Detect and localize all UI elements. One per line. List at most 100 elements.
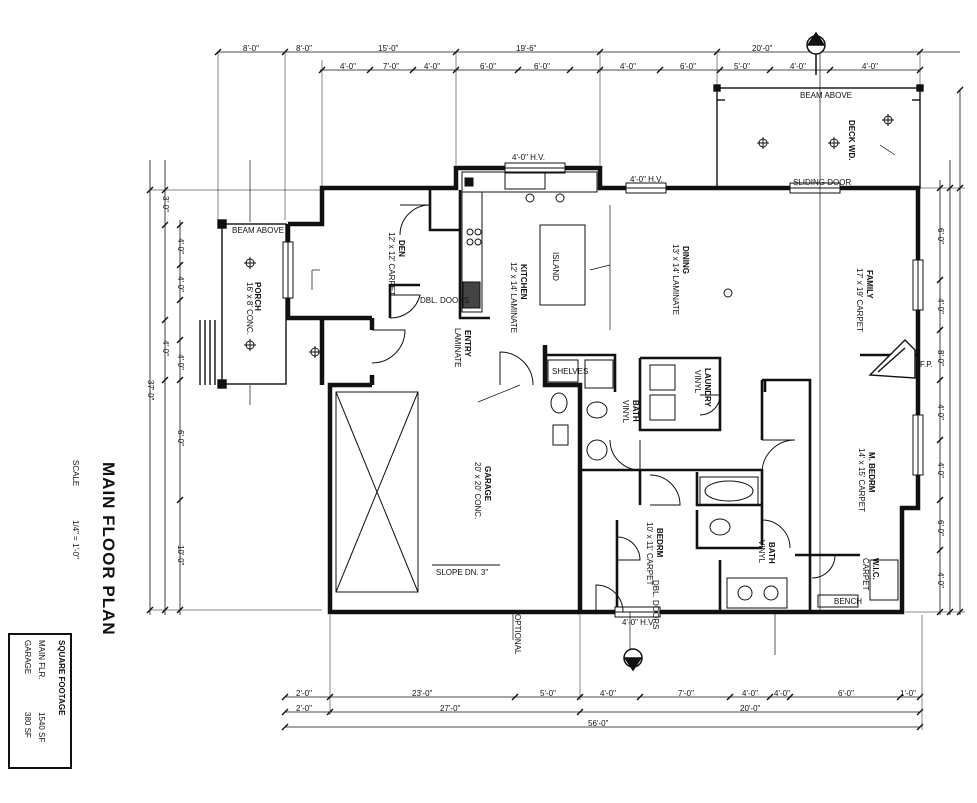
dim-top-detail-9: 4'-0"	[790, 62, 806, 71]
dim-right-2: 4'-0"	[936, 298, 945, 314]
island-label: ISLAND	[551, 252, 560, 281]
room-finish-wic: CARPET	[861, 558, 870, 591]
deck-beam-label: BEAM ABOVE	[800, 91, 853, 100]
dining-window-label: 4'-0" H.V.	[630, 175, 663, 184]
deck-outline	[713, 84, 924, 189]
room-name: PORCH	[253, 282, 262, 311]
dim-right-4: 4'-0"	[936, 404, 945, 420]
square-footage-main-label: MAIN FLR.	[37, 640, 46, 680]
dim-left-5: 6'-0"	[176, 430, 185, 446]
dim-bottom-overall-2: 27'-0"	[440, 704, 461, 713]
dim-bottom-detail-2: 23'-0"	[412, 689, 433, 698]
room-size-kitchen: 12' x 14' LAMINATE	[509, 262, 518, 333]
dim-bottom-overall-3: 20'-0"	[740, 704, 761, 713]
square-footage-main-value: 1540 SF	[37, 712, 46, 743]
square-footage-heading: SQUARE FOOTAGE	[57, 640, 66, 716]
dim-bottom-detail-1: 2'-0"	[296, 689, 312, 698]
dim-bottom-total: 56'-0"	[588, 719, 609, 728]
dim-left-4: 4'-0"	[176, 354, 185, 370]
room-label-dining: DINING	[681, 246, 690, 274]
light-fixtures	[244, 114, 894, 358]
dim-top-overall-1: 8'-0"	[243, 44, 259, 53]
bench-label: BENCH	[834, 597, 863, 606]
room-label-den: DEN	[397, 240, 406, 257]
doors	[371, 204, 836, 613]
dim-left-6: 10'-0"	[176, 545, 185, 566]
scale-value: 1/4" = 1'-0"	[71, 520, 80, 560]
room-size-garage: 20' x 20' CONC.	[473, 462, 482, 520]
dim-top-detail-8: 5'-0"	[734, 62, 750, 71]
dim-top-detail-2: 7'-0"	[383, 62, 399, 71]
garage-door	[335, 391, 500, 593]
dim-bottom-detail-8: 6'-0"	[838, 689, 854, 698]
bath-fixtures	[547, 359, 899, 609]
sliding-door-label: SLIDING DOOR	[793, 178, 852, 187]
windows	[282, 162, 924, 618]
fireplace-label: F.P.	[920, 360, 933, 369]
room-finish-bath-2: VINYL	[757, 540, 766, 564]
dimension-ticks	[146, 48, 964, 731]
dim-bottom-detail-4: 4'-0"	[600, 689, 616, 698]
bedroom-window-label: 4'-0" H.V.	[622, 618, 655, 627]
dim-right-1: 6'-0"	[936, 228, 945, 244]
room-label-deck: DECK WD.	[847, 120, 856, 161]
dim-top-detail-5: 6'-0"	[534, 62, 550, 71]
dim-bottom-detail-7: 4'-0"	[774, 689, 790, 698]
dim-bottom-detail-5: 7'-0"	[678, 689, 694, 698]
room-size-porch: 16' x 8' CONC.	[245, 282, 254, 335]
dim-bottom-detail-3: 5'-0"	[540, 689, 556, 698]
room-label-porch: PORCH	[253, 282, 262, 311]
dim-right-6: 6'-0"	[936, 520, 945, 536]
dim-left-1: 3'-0"	[161, 196, 170, 212]
dim-bottom-detail-9: 1'-0"	[900, 689, 916, 698]
square-footage-garage-value: 380 SF	[23, 712, 32, 738]
room-size-den: 12' x 12' CARPET	[387, 232, 396, 296]
square-footage-table	[8, 633, 72, 769]
dim-top-detail-4: 6'-0"	[480, 62, 496, 71]
dim-left-2: 4'-0"	[176, 238, 185, 254]
room-label-bath-2: BATH	[767, 542, 776, 564]
dim-right-7: 4'-0"	[936, 572, 945, 588]
room-label-bedroom: BEDRM	[655, 528, 664, 558]
room-size-master-bedroom: 14' x 15' CARPET	[857, 448, 866, 512]
room-label-master-bedroom: M. BEDRM	[867, 452, 876, 493]
interior-walls	[388, 188, 918, 612]
room-label-entry: ENTRY	[463, 330, 472, 357]
slope-label: SLOPE DN. 3"	[436, 568, 489, 577]
room-size-family: 17' x 19' CARPET	[855, 268, 864, 332]
dim-top-overall-2: 8'-0"	[296, 44, 312, 53]
room-label-kitchen: KITCHEN	[519, 264, 528, 300]
fireplace	[868, 339, 916, 379]
dim-top-detail-3: 4'-0"	[424, 62, 440, 71]
dim-bottom-overall-1: 2'-0"	[296, 704, 312, 713]
dim-right-3: 8'-0"	[936, 350, 945, 366]
plan-title: MAIN FLOOR PLAN	[99, 462, 118, 636]
square-footage-garage-label: GARAGE	[23, 640, 32, 675]
room-label-bath-1: BATH	[631, 400, 640, 422]
porch-beam-label: BEAM ABOVE	[232, 226, 285, 235]
optional-label: OPTIONAL	[513, 614, 522, 655]
room-size-bedroom: 10' x 11' CARPET	[645, 522, 654, 586]
shelves-label: SHELVES	[552, 367, 589, 376]
dim-top-detail-6: 4'-0"	[620, 62, 636, 71]
room-size-dining: 13' x 14' LAMINATE	[671, 244, 680, 315]
dim-bottom-detail-6: 4'-0"	[742, 689, 758, 698]
leader-lines	[249, 50, 896, 660]
dim-left-3: 4'-0"	[176, 276, 185, 292]
dim-overall-depth: 37'-0"	[146, 380, 155, 401]
dim-top-overall-4: 19'-6"	[516, 44, 537, 53]
porch-outline	[199, 219, 287, 389]
kitchen-fixtures	[461, 171, 598, 313]
kitchen-window-label: 4'-0" H.V.	[512, 153, 545, 162]
dimension-lines	[149, 51, 965, 730]
room-label-family: FAMILY	[865, 270, 874, 299]
dim-top-overall-5: 20'-0"	[752, 44, 773, 53]
dim-top-detail-7: 6'-0"	[680, 62, 696, 71]
dim-top-overall-3: 15'-0"	[378, 44, 399, 53]
section-markers	[623, 31, 826, 672]
dim-right-5: 4'-0"	[936, 462, 945, 478]
dim-top-detail-10: 4'-0"	[862, 62, 878, 71]
scale-label: SCALE	[71, 460, 80, 487]
dim-top-detail-1: 4'-0"	[340, 62, 356, 71]
